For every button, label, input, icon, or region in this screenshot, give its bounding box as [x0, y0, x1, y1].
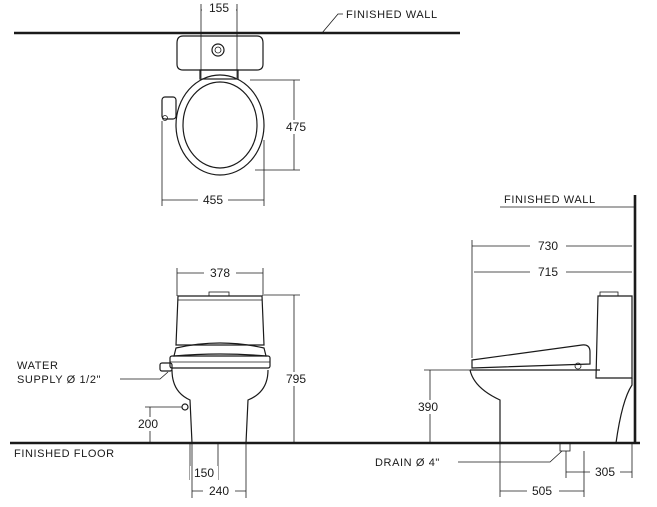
- top-seat-outline: [182, 81, 258, 169]
- front-tank-button: [208, 291, 230, 297]
- top-finished-wall-label: FINISHED WALL: [346, 9, 438, 21]
- side-bowl: [469, 369, 633, 444]
- side-hinge: [574, 362, 582, 370]
- side-finished-wall-label: FINISHED WALL: [504, 194, 596, 206]
- front-supply-valve: [181, 403, 189, 411]
- side-drain-pipe: [559, 442, 571, 452]
- drain-label: DRAIN Ø 4": [375, 457, 440, 469]
- dim-150: 150: [194, 466, 214, 480]
- dim-305: 305: [595, 465, 615, 479]
- side-view: FINISHED WALL DRAIN Ø 4" 730 715 390: [375, 194, 637, 498]
- top-view: FINISHED WALL 155 475 455: [14, 1, 460, 207]
- front-tank: [175, 295, 265, 346]
- water-supply-label-2: SUPPLY Ø 1/2": [17, 374, 101, 386]
- top-side-control: [161, 96, 177, 120]
- dim-505: 505: [532, 484, 552, 498]
- dim-715: 715: [538, 265, 558, 279]
- dim-240: 240: [209, 484, 229, 498]
- top-flush-button-outer: [211, 43, 225, 57]
- dim-795: 795: [286, 372, 306, 386]
- drain-leader: [458, 450, 563, 463]
- dim-155: 155: [209, 1, 229, 15]
- top-tank: [176, 35, 264, 71]
- side-tank: [595, 295, 633, 379]
- water-supply-label-1: WATER: [17, 360, 59, 372]
- dim-475: 475: [286, 120, 306, 134]
- dim-200: 200: [138, 417, 158, 431]
- top-hinge-block: [199, 69, 239, 80]
- front-bowl: [171, 369, 269, 444]
- water-supply-leader: [120, 371, 169, 380]
- top-side-control-knob: [162, 115, 168, 121]
- finished-floor-label: FINISHED FLOOR: [14, 448, 115, 460]
- front-view: FINISHED FLOOR WATER SUPPLY Ø 1/2" 378 7…: [10, 266, 640, 498]
- dim-378: 378: [210, 266, 230, 280]
- top-flush-button-inner: [214, 46, 222, 54]
- dim-455: 455: [203, 193, 223, 207]
- side-tank-button: [599, 291, 619, 297]
- side-seat-lid: [471, 344, 591, 369]
- dim-390: 390: [418, 400, 438, 414]
- dim-730: 730: [538, 239, 558, 253]
- top-bowl-outline: [175, 74, 265, 176]
- front-side-control: [159, 362, 173, 372]
- top-wall-leader: [321, 13, 343, 34]
